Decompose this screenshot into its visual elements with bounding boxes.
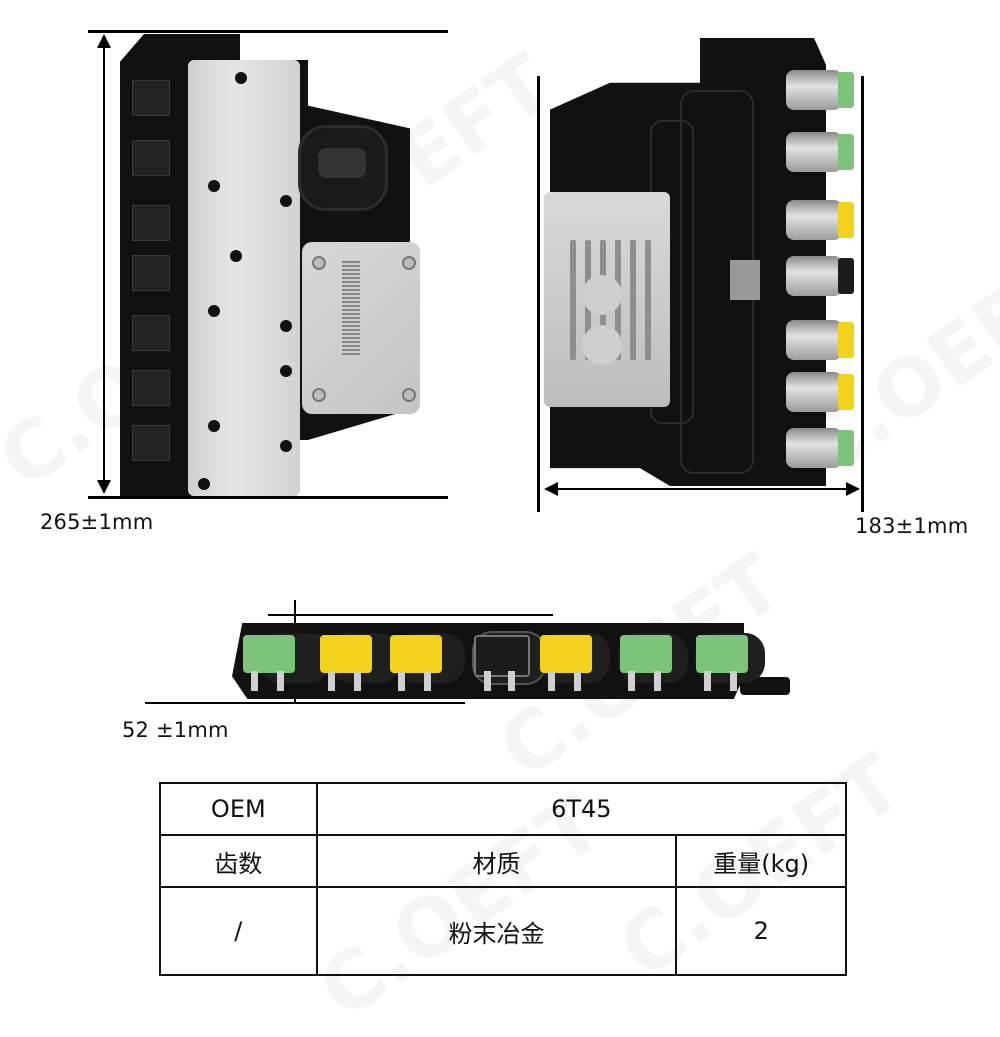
main-electrical-connector <box>298 125 388 211</box>
dimension-line-top <box>268 614 553 616</box>
header-weight: 重量(kg) <box>675 834 847 888</box>
depth-dimension-label: 52 ±1mm <box>122 718 229 742</box>
table-row-headers: 齿数 材质 重量(kg) <box>159 834 847 888</box>
product-image-back <box>530 30 870 512</box>
dimension-arrow-vertical <box>103 40 105 490</box>
dimension-line-right <box>861 76 864 512</box>
arrow-down-icon <box>97 480 111 494</box>
table-row-oem: OEM 6T45 <box>159 782 848 836</box>
value-weight: 2 <box>675 886 847 976</box>
arrow-up-icon <box>97 34 111 48</box>
aluminum-cover-plate <box>188 60 300 496</box>
oem-value: 6T45 <box>315 782 848 836</box>
table-row-values: / 粉末冶金 2 <box>159 886 847 976</box>
barcode-label <box>342 260 360 355</box>
dimension-line-left <box>537 76 540 512</box>
value-material: 粉末冶金 <box>315 886 678 976</box>
dimension-line-top <box>88 30 448 33</box>
dimension-arrow-horizontal <box>552 488 850 490</box>
arrow-left-icon <box>544 482 558 496</box>
dimension-line-bottom <box>145 702 465 704</box>
arrow-right-icon <box>846 482 860 496</box>
product-image-side <box>140 595 800 715</box>
dimension-line-bottom <box>88 496 448 499</box>
header-tooth-count: 齿数 <box>159 834 318 888</box>
width-dimension-label: 183±1mm <box>855 514 969 538</box>
header-material: 材质 <box>315 834 678 888</box>
oem-label: OEM <box>159 782 318 836</box>
value-tooth-count: / <box>159 886 318 976</box>
spec-table: OEM 6T45 齿数 材质 重量(kg) / 粉末冶金 2 <box>159 782 848 976</box>
product-image-front <box>80 20 480 520</box>
tcm-module <box>302 242 420 414</box>
height-dimension-label: 265±1mm <box>40 510 154 534</box>
